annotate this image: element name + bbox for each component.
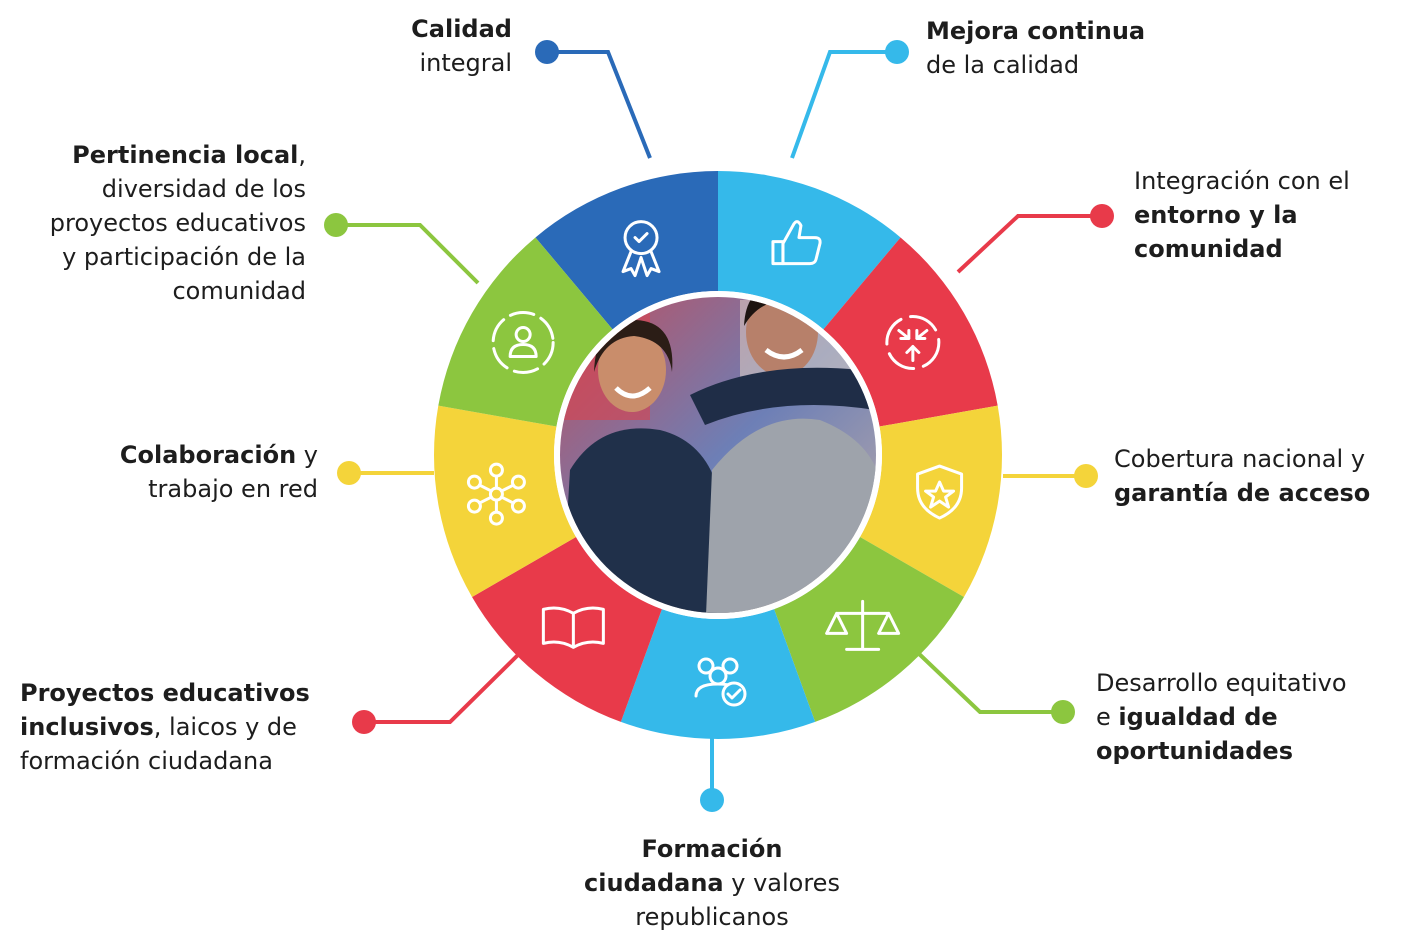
segment-proyectos bbox=[472, 537, 662, 722]
connector-line bbox=[956, 214, 1102, 274]
segment-colaboracion bbox=[434, 405, 576, 597]
connector-line bbox=[913, 648, 1063, 714]
center-photo bbox=[554, 291, 882, 619]
converging-arrows-icon bbox=[885, 315, 941, 370]
connector-dot bbox=[885, 40, 909, 64]
segment-desarrollo bbox=[774, 537, 964, 722]
label-calidad: Calidad integral bbox=[411, 15, 512, 77]
label-proyectos: Proyectos educativos inclusivos, laicos … bbox=[20, 679, 310, 775]
connector-dot bbox=[352, 710, 376, 734]
group-check-icon bbox=[694, 657, 747, 707]
connector-dot bbox=[1074, 464, 1098, 488]
arm-over-shoulder bbox=[690, 367, 875, 425]
connector-dot bbox=[1051, 700, 1075, 724]
connector-dot bbox=[700, 788, 724, 812]
segment-mejora bbox=[718, 171, 901, 330]
label-pertinencia: Pertinencia local, diversidad de los pro… bbox=[49, 141, 306, 305]
label-mejora: Mejora continua de la calidad bbox=[926, 17, 1146, 79]
segment-entorno bbox=[823, 237, 998, 427]
connector-dot bbox=[337, 461, 361, 485]
thumbs-up-icon bbox=[771, 220, 822, 266]
label-entorno: Integración con el entorno y la comunida… bbox=[1134, 167, 1350, 263]
label-cobertura: Cobertura nacional y garantía de acceso bbox=[1114, 445, 1371, 507]
label-desarrollo: Desarrollo equitativo e igualdad de opor… bbox=[1096, 669, 1347, 765]
label-colaboracion: Colaboración y trabajo en red bbox=[119, 441, 318, 503]
open-book-icon bbox=[541, 606, 605, 649]
segment-formacion bbox=[620, 609, 816, 739]
network-nodes-icon bbox=[466, 462, 526, 526]
label-formacion: Formación ciudadana y valores republican… bbox=[584, 835, 840, 931]
shield-star-icon bbox=[916, 464, 964, 520]
connector-line bbox=[547, 50, 652, 159]
connector-dot bbox=[324, 213, 348, 237]
connector-dot bbox=[1090, 204, 1114, 228]
community-person-icon bbox=[491, 311, 555, 374]
segment-pertinencia bbox=[438, 237, 613, 427]
connector-dot bbox=[535, 40, 559, 64]
award-ribbon-icon bbox=[621, 220, 661, 278]
connector-line bbox=[364, 646, 527, 724]
segment-icons bbox=[466, 220, 964, 707]
connector-line bbox=[336, 223, 480, 285]
segment-calidad bbox=[535, 171, 718, 330]
connector-line bbox=[790, 50, 897, 159]
balance-scale-icon bbox=[825, 599, 901, 651]
